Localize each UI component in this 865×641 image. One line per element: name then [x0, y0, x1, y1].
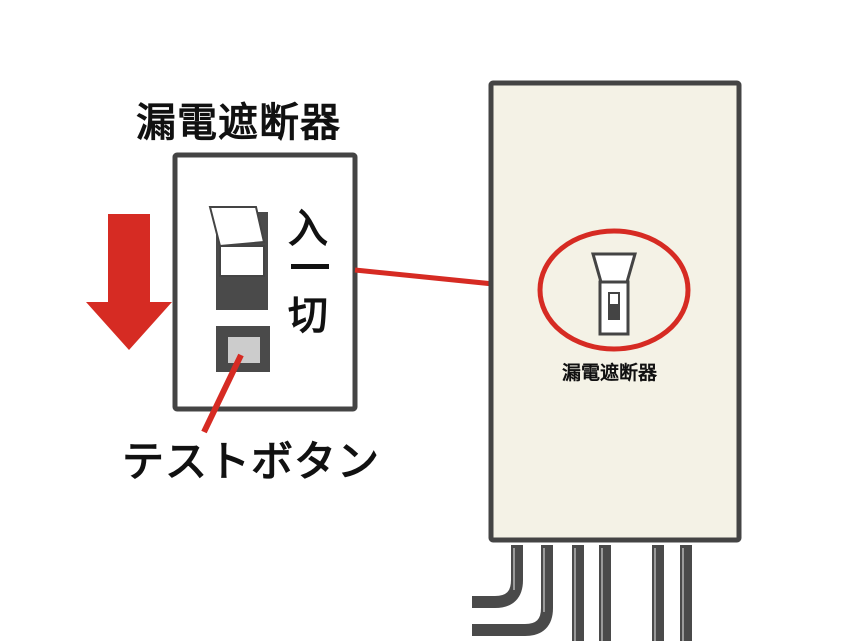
toggle-switch [208, 206, 268, 310]
test-button-pointer [201, 353, 244, 434]
cable-highlights [513, 548, 684, 641]
switch-on-label: 入 [288, 206, 328, 252]
breaker-detail-title: 漏電遮断器 [136, 100, 341, 146]
panel-breaker-label: 漏電遮断器 [562, 362, 658, 384]
test-button [216, 326, 270, 372]
test-button-label: テストボタン [122, 437, 381, 486]
down-arrow-icon [86, 214, 172, 350]
on-off-divider [291, 264, 329, 269]
switch-off-label: 切 [288, 293, 328, 339]
panel-breaker-icon [591, 252, 637, 336]
callout-circle [537, 228, 691, 352]
panel-cables [472, 545, 692, 641]
